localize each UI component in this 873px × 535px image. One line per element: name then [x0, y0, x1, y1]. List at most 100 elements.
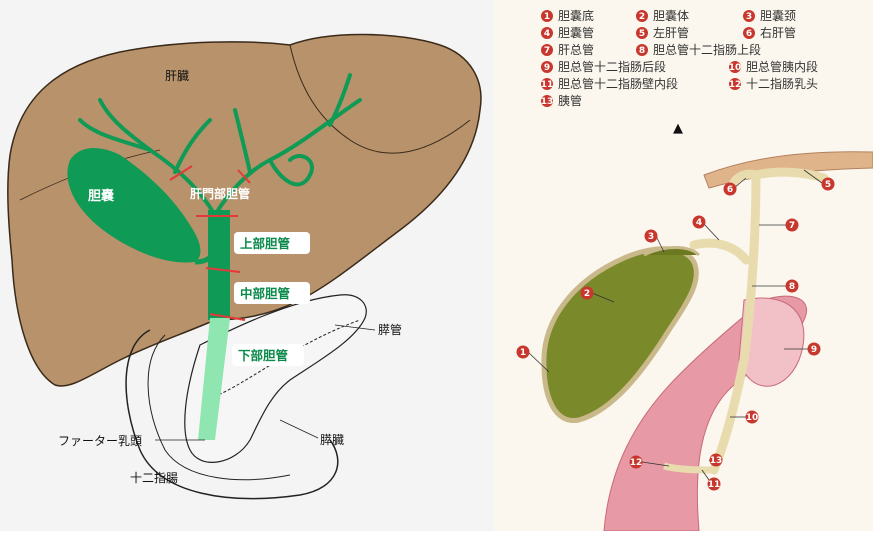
legend-item-1: 1 胆囊底	[541, 8, 594, 23]
left-anatomy-svg: 肝臓 胆嚢 肝門部胆管 上部胆管 中部胆管 下部胆管 膵管 膵臓 ファーター乳頭…	[7, 33, 482, 500]
svg-text:12: 12	[729, 80, 742, 90]
duodenum-outline	[125, 329, 339, 500]
callout-2: 2	[580, 286, 594, 300]
vater-papilla-label: ファーター乳頭	[58, 434, 142, 448]
legend-item-5: 5 左肝管	[636, 25, 689, 40]
svg-text:胆囊颈: 胆囊颈	[760, 8, 796, 23]
svg-text:2: 2	[639, 12, 645, 22]
liver-shape	[7, 33, 482, 387]
legend-item-10: 10 胆总管胰内段	[729, 59, 818, 74]
common-bile-duct-upper	[208, 210, 230, 320]
upper-duct-label-bg	[234, 232, 310, 254]
gallbladder-label: 胆嚢	[88, 188, 115, 204]
legend-item-12: 12 十二指肠乳头	[729, 76, 818, 91]
svg-text:11: 11	[708, 480, 721, 490]
hilar-duct-label: 肝門部胆管	[190, 186, 250, 201]
svg-text:6: 6	[727, 185, 733, 195]
bile-duct-system	[689, 167, 829, 475]
svg-text:9: 9	[544, 63, 550, 73]
pancreatic-duct-label: 膵管	[378, 322, 402, 337]
legend-item-11: 11 胆总管十二指肠壁内段	[541, 76, 678, 91]
svg-text:9: 9	[811, 345, 817, 355]
svg-text:7: 7	[789, 221, 795, 231]
svg-text:4: 4	[544, 29, 550, 39]
svg-text:右肝管: 右肝管	[760, 25, 796, 40]
callout-1: 1	[516, 345, 530, 359]
svg-text:8: 8	[639, 46, 645, 56]
legend-item-13: 13 胰管	[541, 93, 582, 108]
section-markers	[169, 165, 251, 321]
vessel-cross-section	[738, 297, 805, 387]
legend-item-7: 7 肝总管	[541, 42, 594, 57]
svg-text:8: 8	[789, 282, 795, 292]
svg-text:胆囊底: 胆囊底	[558, 8, 594, 23]
up-arrow-icon: ▲	[673, 121, 683, 136]
duodenum-label: 十二指腸	[130, 470, 178, 485]
middle-duct-label: 中部胆管	[240, 286, 290, 301]
legend: 1 胆囊底 2 胆囊体 3 胆囊颈 4 胆囊管 5 左肝管 6 右肝管 7 肝总管 8 胆总管十…	[541, 8, 818, 108]
callout-9: 9	[807, 342, 821, 356]
pancreas-label: 膵臓	[320, 433, 344, 447]
svg-text:1: 1	[544, 12, 550, 22]
legend-item-3: 3 胆囊颈	[743, 8, 796, 23]
callout-11: 11	[707, 477, 721, 491]
legend-item-6: 6 右肝管	[743, 25, 796, 40]
legend-item-8: 8 胆总管十二指肠上段	[636, 42, 761, 57]
svg-text:10: 10	[729, 63, 742, 73]
upper-duct-label: 上部胆管	[240, 236, 290, 251]
intrahepatic-ducts	[78, 73, 362, 217]
callout-4: 4	[692, 215, 706, 229]
liver-label: 肝臓	[165, 69, 189, 83]
svg-text:左肝管: 左肝管	[653, 25, 689, 40]
middle-duct-label-bg	[234, 282, 310, 304]
gallbladder-neck	[643, 246, 701, 257]
pancreatic-duct	[663, 462, 715, 474]
duodenum-inner-outline	[147, 334, 291, 481]
svg-text:肝总管: 肝总管	[558, 42, 594, 57]
legend-item-4: 4 胆囊管	[541, 25, 594, 40]
svg-text:10: 10	[746, 413, 759, 423]
lower-duct-label: 下部胆管	[238, 348, 288, 363]
svg-text:2: 2	[584, 289, 590, 299]
svg-text:胆囊体: 胆囊体	[653, 8, 689, 23]
callout-badges: 1 2 3 4 5 6 7 8 9 10 11 12 13	[516, 177, 835, 491]
label-pointers	[155, 324, 376, 441]
left-anatomy-figure: 肝臓 胆嚢 肝門部胆管 上部胆管 中部胆管 下部胆管 膵管 膵臓 ファーター乳頭…	[0, 0, 494, 531]
svg-text:7: 7	[544, 46, 550, 56]
svg-text:胆总管十二指肠壁内段: 胆总管十二指肠壁内段	[558, 76, 678, 91]
right-anatomy-figure: 1 胆囊底 2 胆囊体 3 胆囊颈 4 胆囊管 5 左肝管 6 右肝管 7 肝总管 8 胆总管十…	[494, 0, 873, 532]
callout-7: 7	[785, 218, 799, 232]
svg-text:1: 1	[520, 348, 526, 358]
svg-text:12: 12	[630, 458, 643, 468]
legend-item-2: 2 胆囊体	[636, 8, 689, 23]
svg-text:13: 13	[710, 456, 723, 466]
svg-text:胆总管胰内段: 胆总管胰内段	[746, 59, 818, 74]
svg-text:十二指肠乳头: 十二指肠乳头	[746, 76, 818, 91]
callout-6: 6	[723, 182, 737, 196]
svg-text:5: 5	[825, 180, 831, 190]
callout-lines	[527, 169, 823, 481]
callout-3: 3	[644, 229, 658, 243]
right-anatomy-svg: 1 胆囊底 2 胆囊体 3 胆囊颈 4 胆囊管 5 左肝管 6 右肝管 7 肝总管 8 胆总管十…	[516, 8, 873, 532]
svg-text:3: 3	[746, 12, 752, 22]
svg-text:4: 4	[696, 218, 702, 228]
common-bile-duct-lower	[198, 318, 230, 440]
svg-text:胆总管十二指肠上段: 胆总管十二指肠上段	[653, 42, 761, 57]
svg-text:11: 11	[541, 80, 554, 90]
callout-5: 5	[821, 177, 835, 191]
callout-12: 12	[629, 455, 643, 469]
svg-text:5: 5	[639, 29, 645, 39]
gallbladder-shape	[67, 148, 201, 263]
svg-text:3: 3	[648, 232, 654, 242]
svg-text:胰管: 胰管	[558, 93, 582, 108]
callout-10: 10	[745, 410, 759, 424]
callout-8: 8	[785, 279, 799, 293]
lower-duct-label-bg	[232, 344, 304, 366]
svg-text:胆总管十二指肠后段: 胆总管十二指肠后段	[558, 59, 666, 74]
liver-lobe-line	[289, 44, 471, 154]
legend-item-9: 9 胆总管十二指肠后段	[541, 59, 666, 74]
svg-text:13: 13	[541, 97, 554, 107]
svg-text:胆囊管: 胆囊管	[558, 25, 594, 40]
callout-13: 13	[709, 453, 723, 467]
svg-text:6: 6	[746, 29, 752, 39]
